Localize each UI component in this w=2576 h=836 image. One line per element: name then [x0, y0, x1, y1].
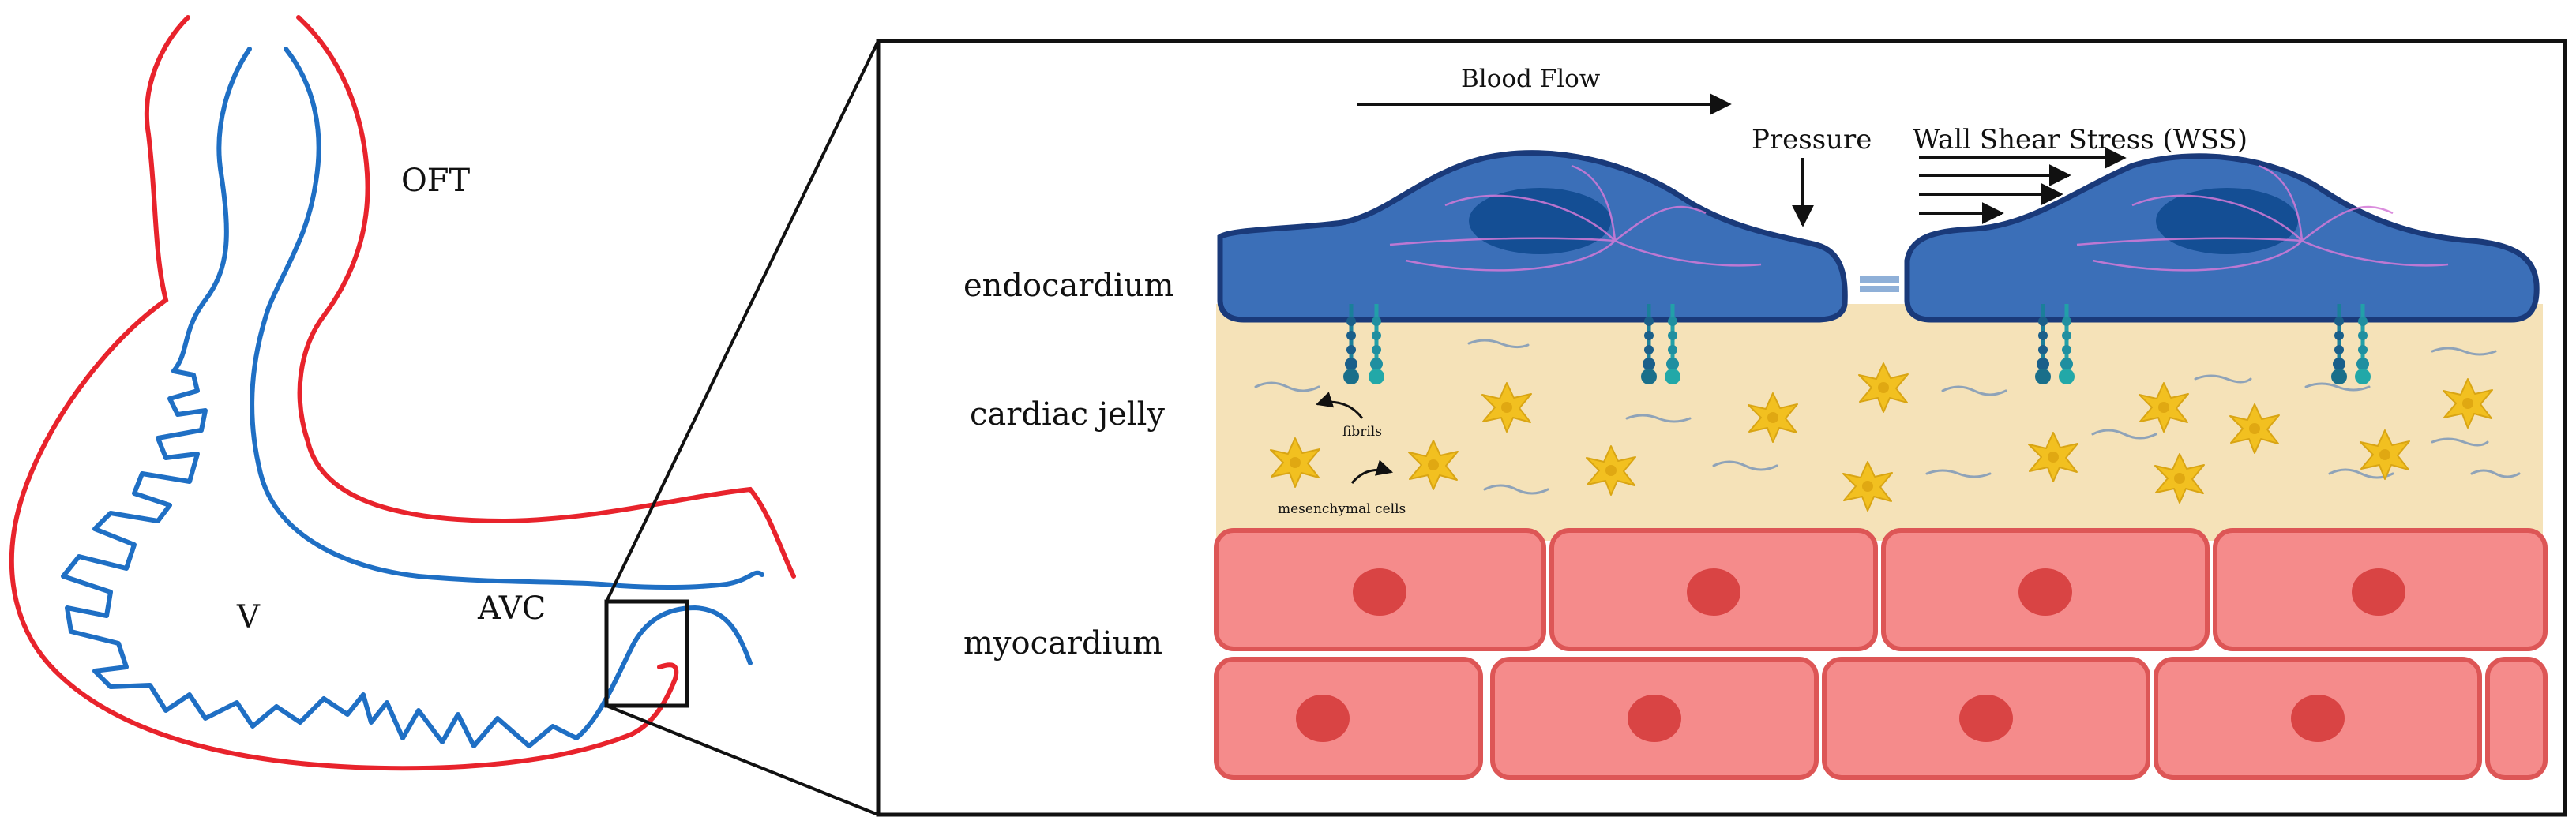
cytoskeleton	[1389, 164, 2449, 272]
cardiac-jelly-region	[1216, 304, 2543, 541]
inner-wall-outflow-left	[171, 47, 252, 373]
outer-wall-right	[296, 15, 796, 579]
oft-label: OFT	[401, 163, 471, 199]
wss-arrows	[1919, 147, 2127, 224]
inner-wall-trabeculae	[61, 369, 579, 748]
myocyte-nucleus	[1959, 695, 2013, 742]
fibrils-label: fibrils	[1342, 424, 1382, 440]
cardiac-jelly-label: cardiac jelly	[970, 396, 1165, 433]
heart-tube: OFT V AVC	[9, 15, 796, 771]
zoom-panel: Blood Flow Pressure Wall Shear Stress (W…	[876, 39, 2567, 817]
cell-junction	[1860, 276, 1899, 292]
outer-wall-left	[9, 15, 634, 771]
inner-wall-outflow-right	[250, 47, 622, 588]
myocardium-label: myocardium	[963, 625, 1162, 662]
myocyte	[2485, 657, 2548, 780]
endocardium-layer	[1217, 150, 2540, 323]
myocyte-nucleus	[1687, 568, 1740, 616]
wss-label: Wall Shear Stress (WSS)	[1913, 124, 2247, 156]
myocyte-nucleus	[1296, 695, 1350, 742]
myocyte-nucleus	[2291, 695, 2345, 742]
mesenchymal-pointer-arrow	[1350, 459, 1394, 484]
zoom-line-top	[605, 40, 880, 602]
ventricle-label: V	[236, 599, 261, 635]
avc-label: AVC	[477, 590, 546, 627]
zoom-box	[604, 599, 689, 708]
pressure-label: Pressure	[1752, 124, 1872, 156]
inner-wall-avc-top	[618, 570, 764, 590]
blood-flow-label: Blood Flow	[1461, 65, 1601, 93]
mesenchymal-cells-label: mesenchymal cells	[1278, 501, 1406, 517]
myocyte-nucleus	[1628, 695, 1681, 742]
endocardium-label: endocardium	[963, 268, 1174, 304]
myocyte-nucleus	[2352, 568, 2405, 616]
zoom-line-bottom	[606, 704, 879, 816]
myocyte-nucleus	[2018, 568, 2072, 616]
fibrils-pointer-arrow	[1315, 392, 1364, 419]
myocyte-nucleus	[1353, 568, 1406, 616]
inner-wall-avc-bottom	[574, 605, 753, 740]
myocardium-layer	[1214, 528, 2548, 780]
